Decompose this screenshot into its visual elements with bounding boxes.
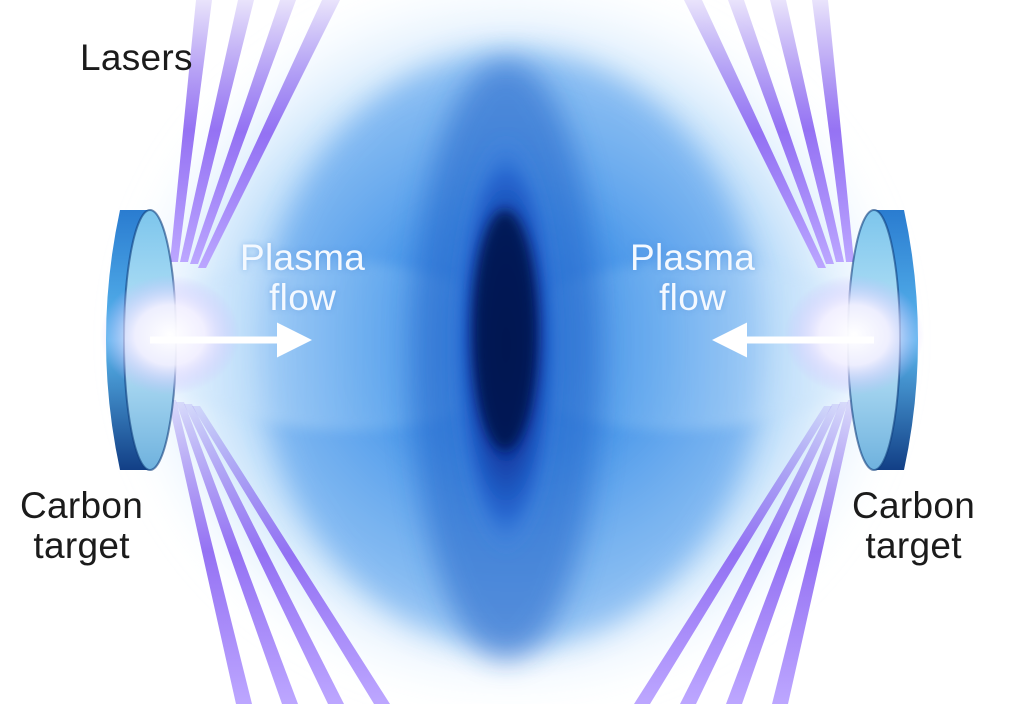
laser-beams-upper-left (170, 0, 340, 268)
laser-beams-lower-left (168, 400, 390, 704)
laser-hotspot-left (100, 275, 240, 395)
carbon-target-label-left-line1: Carbon (20, 485, 144, 526)
carbon-target-label-right-line2: target (865, 524, 962, 566)
carbon-target-label-left-line2: target (33, 524, 130, 566)
laser-hotspot-right (784, 275, 924, 395)
carbon-target-label-left: Carbon target (20, 486, 143, 566)
collision-core (411, 60, 601, 660)
laser-beams-upper-right (684, 0, 854, 268)
plasma-flow-label-left-line2: flow (269, 276, 337, 318)
plasma-flow-label-right-line1: Plasma (630, 237, 756, 278)
plasma-flow-label-left: Plasma flow (240, 238, 365, 318)
plasma-cone-right (524, 260, 874, 431)
plasma-flow-label-left-line1: Plasma (240, 237, 366, 278)
plasma-flow-label-right-line2: flow (659, 276, 727, 318)
lasers-label: Lasers (80, 37, 193, 78)
carbon-target-label-right: Carbon target (852, 486, 975, 566)
carbon-target-label-right-line1: Carbon (852, 485, 976, 526)
plasma-flow-label-right: Plasma flow (630, 238, 755, 318)
laser-beams-lower-right (634, 400, 856, 704)
